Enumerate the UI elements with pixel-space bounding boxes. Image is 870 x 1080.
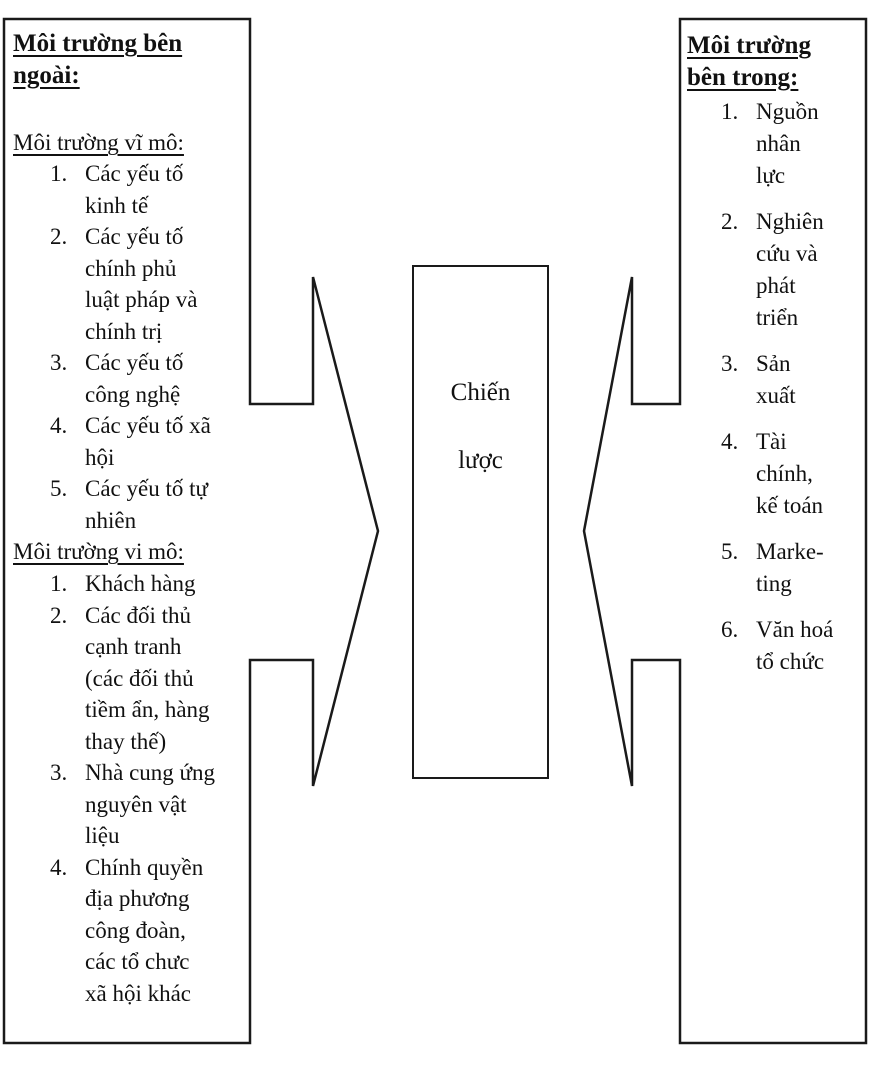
list-item-text: Các đối thủ cạnh tranh (các đối thủ tiềm…	[85, 602, 210, 754]
list-item-text: Các yếu tố công nghệ	[85, 350, 184, 407]
list-item-text: Nghiên cứu và phát triển	[756, 209, 824, 330]
list-item-text: Tài chính, kế toán	[756, 429, 824, 518]
list-item: 1. Nguồn nhân lực	[721, 96, 861, 192]
list-item-text: Các yếu tố kinh tế	[85, 161, 184, 218]
strategy-box-label-line2: lược	[458, 447, 503, 474]
list-item-number: 1.	[721, 99, 739, 124]
list-item: 1. Các yếu tố kinh tế	[50, 158, 248, 221]
list-item: 4. Chính quyền địa phương công đoàn, các…	[50, 852, 248, 1010]
list-item: 1. Khách hàng	[50, 568, 248, 600]
list-item: 6. Văn hoá tổ chức	[721, 614, 861, 678]
list-item: 2. Các đối thủ cạnh tranh (các đối thủ t…	[50, 600, 248, 758]
list-item: 5. Các yếu tố tự nhiên	[50, 473, 248, 536]
list-item-number: 2.	[721, 209, 739, 234]
list-item: 3. Nhà cung ứng nguyên vật liệu	[50, 757, 248, 852]
internal-environment-list: 1. Nguồn nhân lực 2. Nghiên cứu và phát …	[721, 96, 861, 678]
list-item-text: Các yếu tố chính phủ luật pháp và chính …	[85, 224, 198, 344]
list-item-text: Sản xuất	[756, 351, 796, 408]
list-item-text: Văn hoá tổ chức	[756, 617, 834, 674]
list-item: 5. Marke- ting	[721, 536, 861, 600]
list-item: 4. Tài chính, kế toán	[721, 426, 861, 522]
list-item-text: Các yếu tố xã hội	[85, 413, 211, 470]
list-item-number: 4.	[50, 854, 68, 880]
list-item-number: 3.	[50, 760, 68, 785]
strategy-box-outline	[412, 265, 549, 779]
list-item-text: Nguồn nhân lực	[756, 99, 819, 188]
micro-environment-list: 1. Khách hàng 2. Các đối thủ cạnh tranh …	[50, 568, 248, 1009]
list-item-number: 3.	[50, 350, 68, 375]
list-item-text: Các yếu tố tự nhiên	[85, 476, 208, 533]
internal-environment-box-outline	[582, 17, 868, 1045]
micro-environment-heading: Môi trường vi mô:	[13, 539, 184, 564]
list-item-number: 4.	[721, 429, 739, 454]
list-item-text: Chính quyền địa phương công đoàn, các tổ…	[85, 854, 204, 1006]
strategy-box-label-line1: Chiến	[450, 379, 511, 406]
internal-environment-title: Môi trường bên trong:	[687, 32, 811, 91]
list-item-number: 3.	[721, 351, 739, 376]
list-item-number: 1.	[50, 571, 68, 596]
list-item: 3. Sản xuất	[721, 348, 861, 412]
external-environment-box-outline	[2, 17, 380, 1045]
list-item: 4. Các yếu tố xã hội	[50, 410, 248, 473]
list-item-number: 2.	[50, 602, 68, 628]
macro-environment-heading: Môi trường vĩ mô:	[13, 130, 184, 155]
list-item-number: 2.	[50, 224, 68, 249]
macro-environment-list: 1. Các yếu tố kinh tế 2. Các yếu tố chín…	[50, 158, 248, 536]
list-item: 2. Các yếu tố chính phủ luật pháp và chí…	[50, 221, 248, 347]
list-item-number: 5.	[50, 476, 68, 501]
list-item-number: 4.	[50, 413, 68, 438]
external-environment-title: Môi trường bên ngoài:	[13, 30, 183, 89]
list-item-number: 6.	[721, 617, 739, 642]
list-item-number: 1.	[50, 161, 68, 186]
list-item-number: 5.	[721, 539, 739, 564]
list-item: 2. Nghiên cứu và phát triển	[721, 206, 861, 334]
list-item: 3. Các yếu tố công nghệ	[50, 347, 248, 410]
list-item-text: Nhà cung ứng nguyên vật liệu	[85, 760, 215, 848]
list-item-text: Khách hàng	[85, 571, 196, 596]
list-item-text: Marke- ting	[756, 539, 824, 596]
